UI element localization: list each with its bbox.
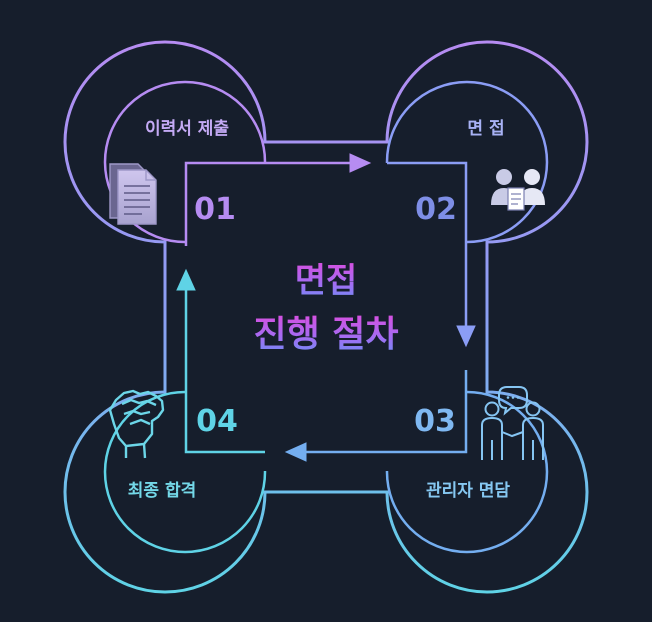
title-line-1: 면접 [295, 261, 358, 301]
step-4-label: 최종 합격 [128, 480, 196, 501]
ring-step-2 [385, 80, 549, 244]
arrow-4-to-1 [176, 268, 265, 454]
arrow-2-to-3 [387, 161, 476, 348]
step-2-label: 면 접 [467, 119, 504, 139]
step-4-number: 04 [196, 404, 238, 439]
raised-fist-icon [108, 389, 165, 459]
arrow-1-to-2 [184, 153, 372, 246]
step-1-label: 이력서 제출 [145, 119, 229, 139]
arrow-3-to-4 [284, 370, 468, 462]
flow-arrows [176, 153, 476, 462]
title-line-2: 진행 절차 [253, 314, 398, 355]
step-3-label: 관리자 면담 [426, 481, 510, 501]
ring-step-3 [385, 390, 549, 554]
handshake-icon [481, 386, 544, 460]
interview-people-icon [491, 169, 545, 211]
step-2-number: 02 [415, 192, 457, 227]
document-icon [109, 163, 157, 225]
step-1-number: 01 [194, 192, 236, 227]
step-3-number: 03 [414, 404, 456, 439]
outer-frame [63, 40, 589, 594]
